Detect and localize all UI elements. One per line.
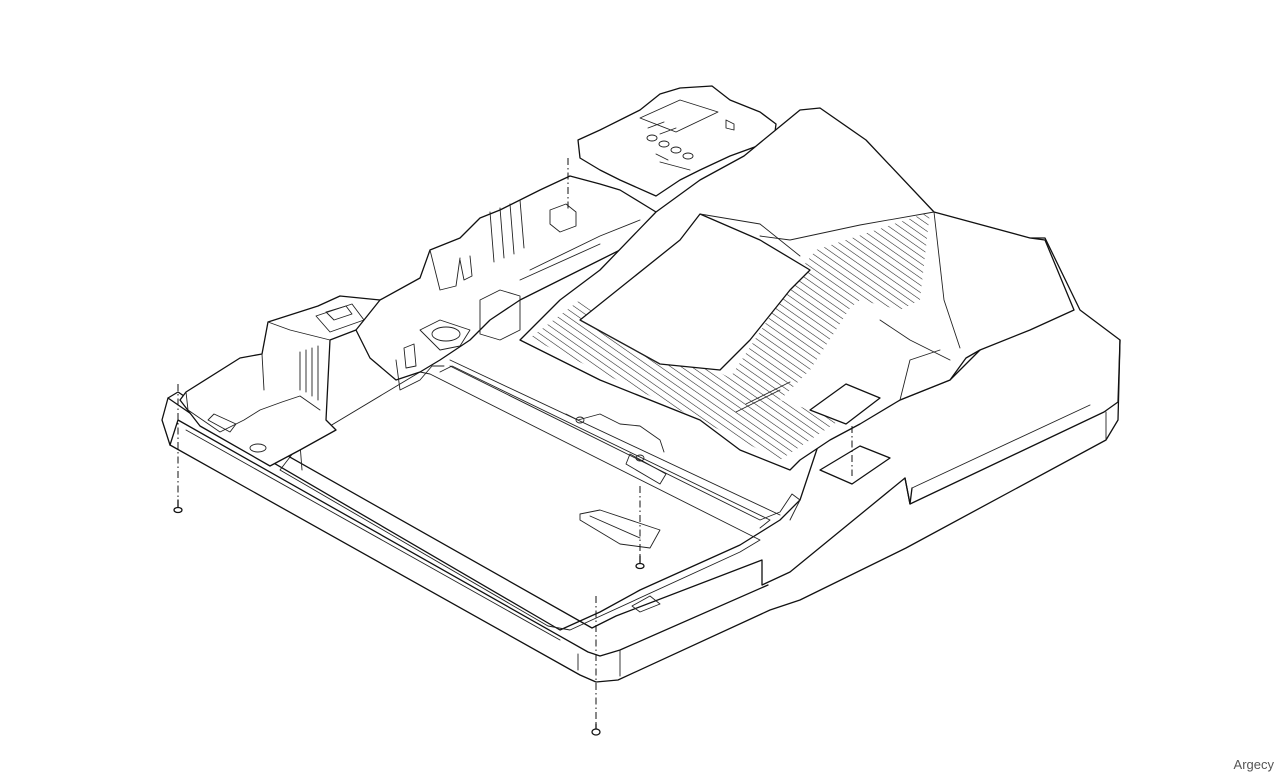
watermark-text: Argecy: [1233, 757, 1274, 772]
screw-front: [591, 723, 601, 736]
explosion-lines: [177, 158, 853, 724]
tray-floor: [279, 359, 781, 631]
screw-left: [173, 499, 183, 514]
guide-rail: [449, 365, 801, 613]
base-tray: [161, 237, 1121, 683]
feeder-top: [519, 107, 1075, 485]
panel-housing: [577, 85, 777, 197]
screw-center: [635, 555, 645, 570]
left-wall: [179, 295, 383, 467]
